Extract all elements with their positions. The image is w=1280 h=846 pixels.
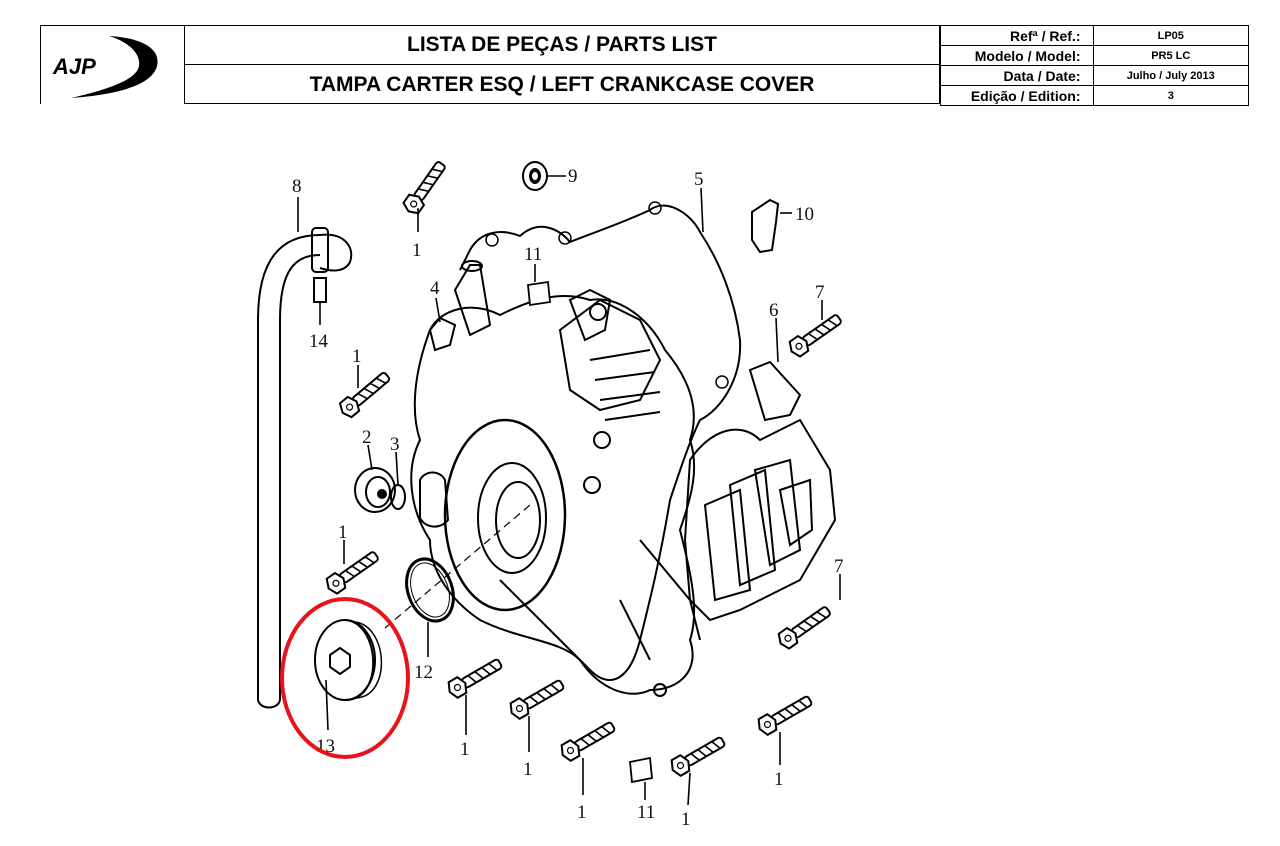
oil-seal: [522, 161, 548, 191]
dowel-pin: [629, 756, 653, 784]
callout-label: 14: [309, 331, 329, 352]
hose-clamp: [313, 277, 327, 303]
callout-label: 10: [795, 204, 814, 225]
title-block: AJP LISTA DE PEÇAS / PARTS LIST TAMPA CA…: [40, 25, 1249, 106]
page-title: LISTA DE PEÇAS / PARTS LIST: [185, 26, 939, 65]
bolt: [774, 601, 835, 652]
callout-label: 11: [524, 244, 542, 265]
callout-label: 3: [390, 434, 400, 455]
highlight-circle: [280, 597, 410, 759]
breather-hose: [257, 227, 353, 709]
meta-label: Modelo / Model:: [940, 45, 1094, 66]
bolt: [444, 654, 506, 701]
callout-label: 1: [460, 739, 470, 760]
meta-row-edition: Edição / Edition: 3: [940, 85, 1249, 106]
inspection-plug: [354, 467, 396, 513]
callout-label: 7: [834, 556, 844, 577]
bolt: [667, 732, 729, 779]
leader-lines: [297, 175, 841, 806]
callout-label: 1: [577, 802, 587, 823]
brand-logo: AJP: [40, 25, 185, 104]
sprocket-guard: [683, 360, 837, 622]
water-pump-housing: [428, 316, 457, 352]
callout-label: 6: [769, 300, 779, 321]
callout-label: 1: [338, 522, 348, 543]
callout-label: 4: [430, 278, 440, 299]
callout-label: 9: [568, 166, 578, 187]
o-ring: [405, 557, 455, 623]
callout-label: 1: [412, 240, 422, 261]
callout-label: 1: [523, 759, 533, 780]
cable-clip: [751, 198, 780, 254]
callout-label: 8: [292, 176, 302, 197]
ajp-logo-icon: AJP: [52, 36, 158, 98]
bolt: [506, 675, 568, 722]
document-meta-table: Refª / Ref.: LP05 Modelo / Model: PR5 LC…: [940, 25, 1249, 106]
page-subtitle: TAMPA CARTER ESQ / LEFT CRANKCASE COVER: [309, 72, 815, 96]
callout-label: 11: [637, 802, 655, 823]
meta-value: 3: [1092, 85, 1249, 106]
crankcase-cover: [410, 260, 701, 697]
callout-label: 5: [694, 169, 704, 190]
meta-row-model: Modelo / Model: PR5 LC: [940, 45, 1249, 66]
callout-label: 2: [362, 427, 372, 448]
callout-label: 1: [352, 346, 362, 367]
bolt: [400, 157, 451, 218]
callout-labels: 8 1 9 5 10 11 14 4 7 6 1 2 3 1 12 7 13 1…: [292, 166, 844, 830]
bolt: [322, 546, 383, 597]
callout-label: 7: [815, 282, 825, 303]
bolt: [335, 367, 394, 421]
bolt: [557, 717, 619, 764]
callout-label: 1: [681, 809, 691, 830]
bolt: [785, 309, 846, 360]
callout-label: 12: [414, 662, 433, 683]
filler-plug: [314, 619, 383, 701]
bolt: [754, 691, 816, 738]
callout-label: 1: [774, 769, 784, 790]
dowel-pin: [527, 280, 551, 307]
brand-wordmark: AJP: [52, 54, 96, 79]
